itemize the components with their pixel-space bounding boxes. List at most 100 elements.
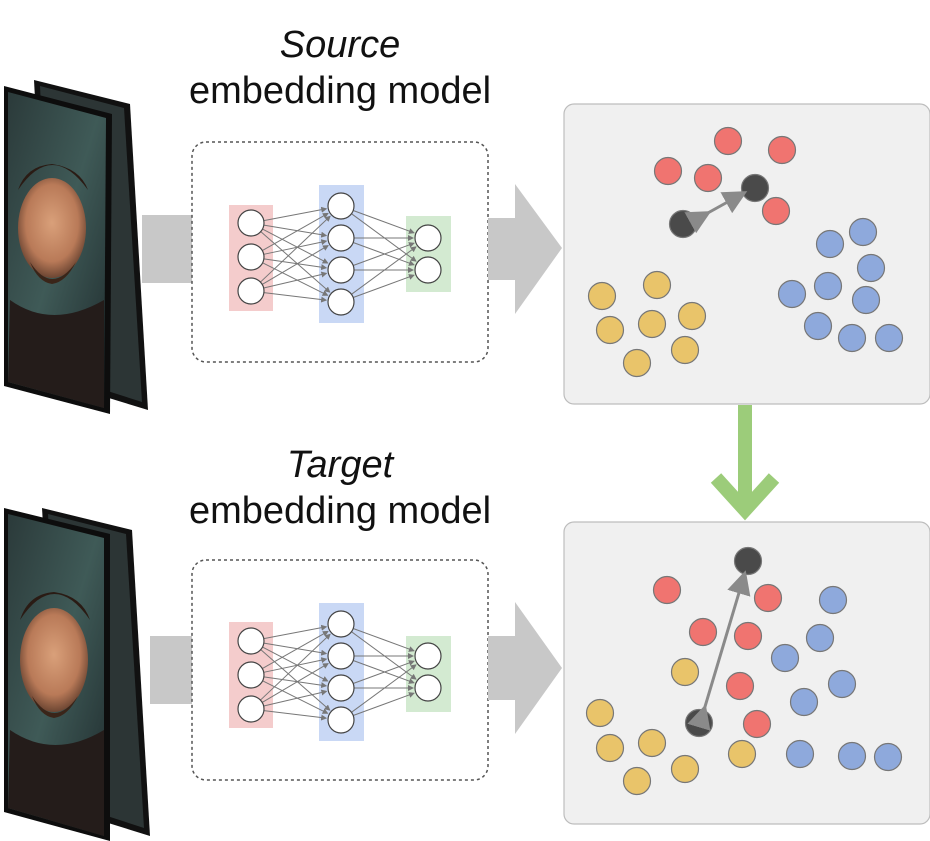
blue-embedding-point (815, 229, 845, 259)
blue-embedding-point (827, 669, 857, 699)
network-edge (260, 633, 331, 701)
yellow-embedding-point (587, 281, 617, 311)
network-edge (263, 676, 328, 689)
face (18, 178, 86, 278)
shoulders (8, 730, 104, 836)
network-node (237, 695, 265, 723)
network-node (327, 224, 355, 252)
red-embedding-point (733, 621, 763, 651)
source-embedding-points (587, 126, 904, 378)
network-edge (351, 246, 417, 295)
face (20, 608, 88, 712)
yellow-embedding-point (642, 270, 672, 300)
yellow-embedding-point (585, 698, 615, 728)
target-network (237, 610, 442, 734)
source-network (237, 192, 442, 316)
source-face-stack (4, 80, 148, 414)
yellow-embedding-point (595, 733, 625, 763)
source-distance-arrow (684, 191, 748, 234)
red-embedding-point (713, 126, 743, 156)
blue-embedding-point (770, 643, 800, 673)
network-edge (353, 692, 415, 716)
network-node (414, 642, 442, 670)
network-node (237, 277, 265, 305)
yellow-embedding-point (622, 766, 652, 796)
source-model-title: Source embedding model (140, 22, 540, 114)
hair (20, 592, 90, 620)
network-edge (353, 660, 415, 684)
network-node (414, 224, 442, 252)
blue-embedding-point (789, 687, 819, 717)
network-edge (351, 664, 417, 713)
dark-embedding-point (733, 546, 763, 576)
blue-embedding-point (777, 279, 807, 309)
target-embedding-label: embedding model (188, 490, 492, 532)
network-node (237, 243, 265, 271)
yellow-embedding-point (622, 348, 652, 378)
network-node (327, 192, 355, 220)
network-edge (263, 642, 328, 656)
yellow-embedding-point (595, 315, 625, 345)
source-output-arrow (488, 184, 562, 314)
network-node (414, 674, 442, 702)
input-arrow-shaft (150, 636, 192, 704)
network-edge (263, 657, 328, 673)
network-node (327, 642, 355, 670)
yellow-embedding-point (670, 657, 700, 687)
network-edge (353, 210, 415, 234)
network-edge (263, 239, 328, 255)
dark-embedding-point (668, 209, 698, 239)
yellow-embedding-point (670, 754, 700, 784)
target-label: Target (286, 444, 394, 486)
network-node (327, 706, 355, 734)
hair (18, 164, 88, 190)
dark-embedding-point (684, 708, 714, 738)
blue-embedding-point (874, 323, 904, 353)
red-embedding-point (652, 575, 682, 605)
network-node (237, 661, 265, 689)
red-embedding-point (753, 583, 783, 613)
network-node (327, 610, 355, 638)
network-edge (261, 245, 329, 285)
yellow-embedding-point (637, 309, 667, 339)
network-edge (263, 710, 328, 721)
target-output-arrow (488, 602, 562, 734)
yellow-embedding-point (677, 301, 707, 331)
blue-embedding-point (856, 253, 886, 283)
network-node (237, 209, 265, 237)
red-embedding-point (761, 196, 791, 226)
dark-embedding-point (740, 173, 770, 203)
blue-embedding-point (818, 585, 848, 615)
red-embedding-point (725, 671, 755, 701)
target-model-title: Target embedding model (140, 442, 540, 534)
network-edge (353, 628, 415, 652)
network-node (414, 256, 442, 284)
target-face-stack (4, 508, 150, 841)
yellow-embedding-point (637, 728, 667, 758)
red-embedding-point (688, 617, 718, 647)
network-edge (263, 624, 328, 640)
blue-embedding-point (837, 741, 867, 771)
network-edge (262, 646, 329, 682)
network-edge (260, 231, 331, 293)
network-node (327, 674, 355, 702)
yellow-embedding-point (670, 335, 700, 365)
blue-embedding-point (813, 271, 843, 301)
transfer-arrow (710, 405, 780, 521)
network-edge (263, 689, 328, 707)
network-node (327, 288, 355, 316)
red-embedding-point (653, 156, 683, 186)
source-embedding-label: embedding model (188, 70, 492, 112)
source-embedding-space (563, 103, 930, 405)
beard (32, 696, 78, 718)
network-edge (353, 274, 415, 298)
network-edge (351, 213, 417, 262)
network-edge (263, 224, 328, 238)
network-edge (262, 630, 329, 670)
source-label: Source (279, 24, 401, 66)
network-edge (262, 212, 329, 252)
network-edge (353, 242, 415, 266)
network-edge (351, 631, 417, 680)
blue-embedding-point (851, 285, 881, 315)
